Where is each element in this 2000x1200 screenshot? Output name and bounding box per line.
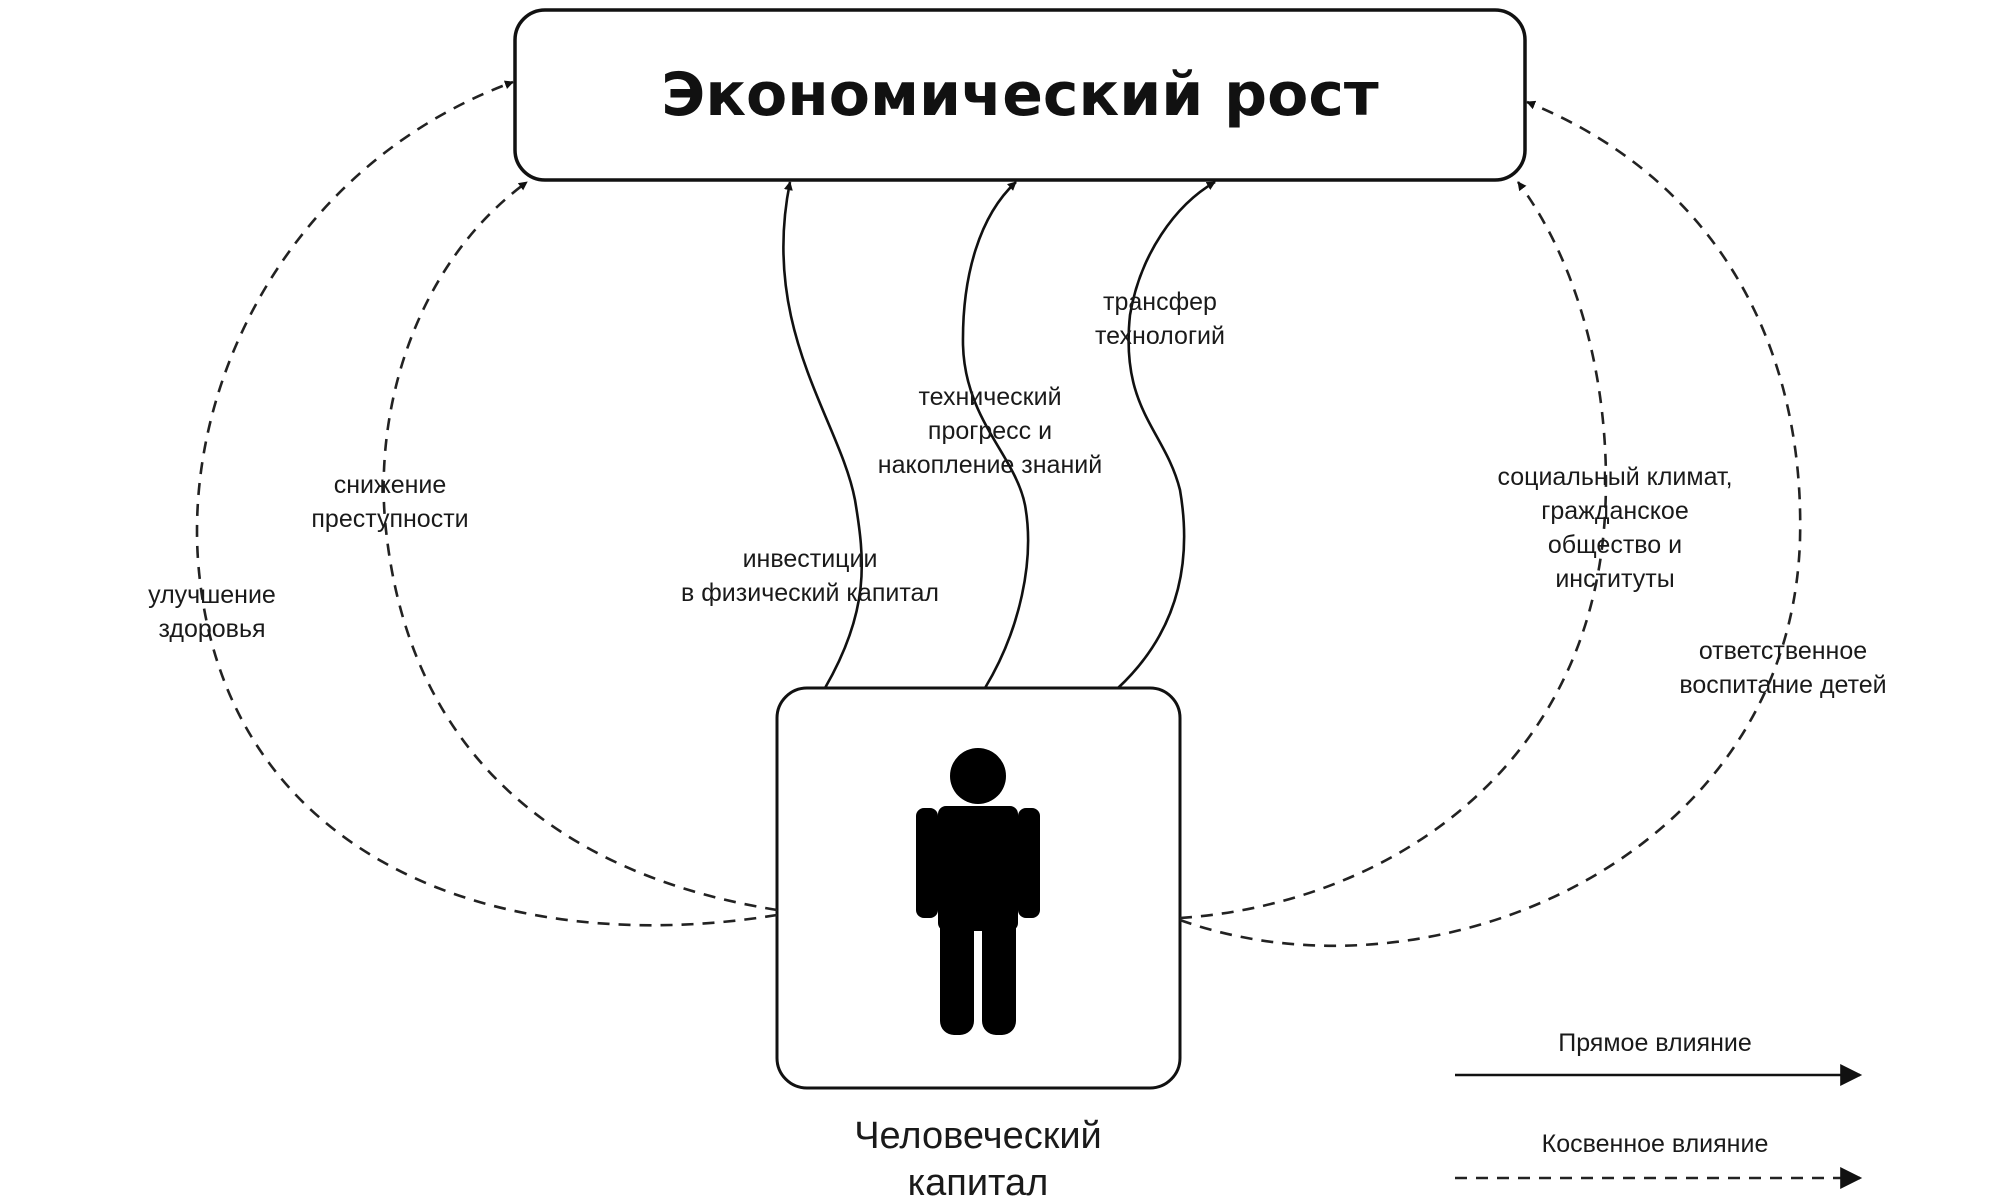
- svg-text:ответственное: ответственное: [1699, 637, 1867, 665]
- svg-text:здоровья: здоровья: [158, 615, 265, 643]
- indirect-arrow-health: [195, 80, 778, 927]
- label-parenting: ответственное воспитание детей: [1679, 637, 1886, 699]
- label-tech-transfer: трансфер технологий: [1095, 288, 1225, 350]
- label-crime: снижение преступности: [311, 471, 468, 533]
- svg-text:гражданское: гражданское: [1541, 497, 1688, 525]
- direct-arrow-investment: [782, 181, 864, 689]
- svg-text:в физический капитал: в физический капитал: [681, 579, 939, 607]
- legend-direct-label: Прямое влияние: [1558, 1029, 1752, 1057]
- svg-text:накопление знаний: накопление знаний: [878, 451, 1102, 479]
- economic-growth-node: Экономический рост: [513, 8, 1527, 182]
- svg-text:улучшение: улучшение: [148, 581, 276, 609]
- legend: Прямое влияние Косвенное влияние: [1455, 1029, 1863, 1189]
- human-capital-label-line2: капитал: [908, 1162, 1049, 1200]
- indirect-arrow-social: [1179, 181, 1608, 920]
- economic-growth-label: Экономический рост: [661, 60, 1379, 130]
- label-investment: инвестиции в физический капитал: [681, 545, 939, 607]
- human-capital-node: [775, 686, 1182, 1090]
- svg-text:преступности: преступности: [311, 505, 468, 533]
- direct-arrow-tech-transfer: [1117, 180, 1216, 689]
- svg-text:технологий: технологий: [1095, 322, 1225, 350]
- human-capital-label-line1: Человеческий: [854, 1115, 1102, 1157]
- indirect-arrow-parenting: [1179, 100, 1802, 948]
- svg-text:технический: технический: [918, 383, 1061, 411]
- svg-text:инвестиции: инвестиции: [743, 545, 878, 573]
- svg-text:трансфер: трансфер: [1103, 288, 1217, 316]
- legend-indirect-label: Косвенное влияние: [1542, 1130, 1769, 1158]
- person-icon: [916, 748, 1040, 1035]
- svg-text:прогресс и: прогресс и: [928, 417, 1052, 445]
- direct-arrow-tech-progress: [961, 181, 1030, 689]
- label-social: социальный климат, гражданское общество …: [1497, 463, 1732, 593]
- indirect-arrow-crime: [382, 180, 778, 912]
- svg-text:социальный климат,: социальный климат,: [1497, 463, 1732, 491]
- svg-text:общество и: общество и: [1548, 531, 1682, 559]
- svg-text:снижение: снижение: [334, 471, 447, 499]
- label-health: улучшение здоровья: [148, 581, 276, 643]
- svg-text:институты: институты: [1555, 565, 1674, 593]
- label-tech-progress: технический прогресс и накопление знаний: [878, 383, 1102, 479]
- svg-text:воспитание детей: воспитание детей: [1679, 671, 1886, 699]
